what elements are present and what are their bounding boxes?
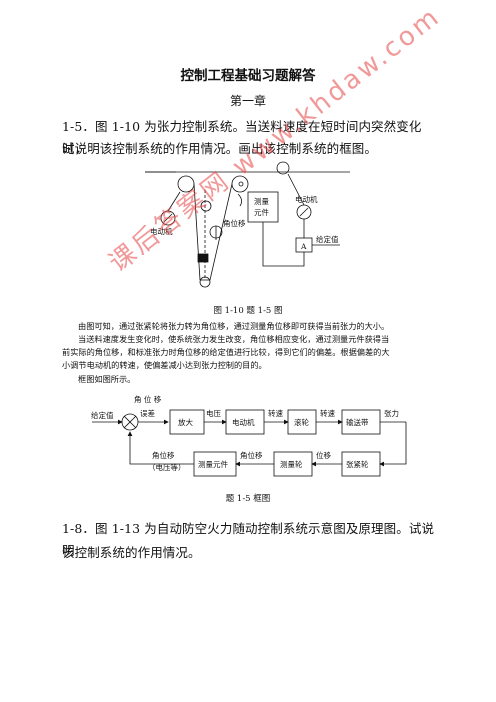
question-1-5-line1: 1-5．图 1-10 为张力控制系统。当送料速度在短时间内突然变化时， <box>62 119 422 156</box>
bd-angle-fb: 角位移 <box>152 450 175 460</box>
question-1-8-line1: 1-8．图 1-13 为自动防空火力随动控制系统示意图及原理图。试说明 <box>62 521 435 558</box>
fig1-amp-label: A <box>300 242 307 251</box>
block-diagram: 给定值 角 位 移 误差 放大 电压 电动机 转速 滚轮 转速 输送带 张力 角… <box>91 394 407 477</box>
answer-line4: 小调节电动机的转速，使偏差减小达到张力控制的目的。 <box>62 360 267 370</box>
bd-setpoint: 给定值 <box>91 410 114 420</box>
bd-tension-wheel: 张紧轮 <box>346 459 369 469</box>
bd-angle-mid: 角位移 <box>240 450 263 460</box>
answer-line3: 前实际的角位移，和标准张力时角位移的给定值进行比较，得到它们的偏差。根据偏差的大 <box>62 347 390 357</box>
fig1-measure-label-2: 元件 <box>254 207 269 217</box>
bd-conveyor: 输送带 <box>346 417 369 427</box>
bd-measure-elem: 测量元件 <box>198 459 228 469</box>
bd-speed1: 转速 <box>268 408 283 418</box>
question-1-8-line2: 该控制系统的作用情况。 <box>62 545 201 560</box>
bd-speed2: 转速 <box>320 408 335 418</box>
bd-amp: 放大 <box>178 417 193 427</box>
answer-line2: 当送料速度发生变化时，使系统张力发生改变，角位移相应变化，通过测量元件获得当 <box>78 334 390 344</box>
answer-line5: 框图如图所示。 <box>78 374 136 384</box>
tension-roller <box>199 276 211 288</box>
answer-line1: 由图可知，通过张紧轮将张力转为角位移，通过测量角位移即可获得当前张力的大小。 <box>78 321 390 331</box>
bd-measure-wheel: 测量轮 <box>280 459 303 469</box>
bd-voltage-fb: （电压等） <box>148 462 186 472</box>
bd-angle-top: 角 位 移 <box>134 394 162 404</box>
bd-disp: 位移 <box>316 450 331 460</box>
chapter-heading: 第一章 <box>229 94 266 108</box>
block-diagram-caption: 题 1-5 框图 <box>225 494 271 504</box>
figure-1-10-caption: 图 1-10 题 1-5 图 <box>213 306 283 316</box>
fig1-setpoint-label: 给定值 <box>316 234 339 244</box>
measure-roller-top <box>276 161 290 175</box>
bd-voltage: 电压 <box>206 408 221 418</box>
question-1-5-line2: 试说明该控制系统的作用情况。画出该控制系统的框图。 <box>62 141 378 156</box>
bd-error: 误差 <box>140 408 155 418</box>
bd-tension: 张力 <box>384 408 399 418</box>
fig1-angle-label: 角位移 <box>223 218 246 228</box>
fig1-measure-label-1: 测量 <box>254 197 269 206</box>
tension-control-figure: 电动机 角位移 测量 元件 电动机 给定值 A <box>145 161 350 288</box>
fig1-motor-left-label: 电动机 <box>150 226 173 236</box>
fig1-motor-right-label: 电动机 <box>295 194 318 204</box>
page-title: 控制工程基础习题解答 <box>180 68 316 84</box>
bd-motor: 电动机 <box>232 417 255 427</box>
bd-roller: 滚轮 <box>294 417 309 427</box>
